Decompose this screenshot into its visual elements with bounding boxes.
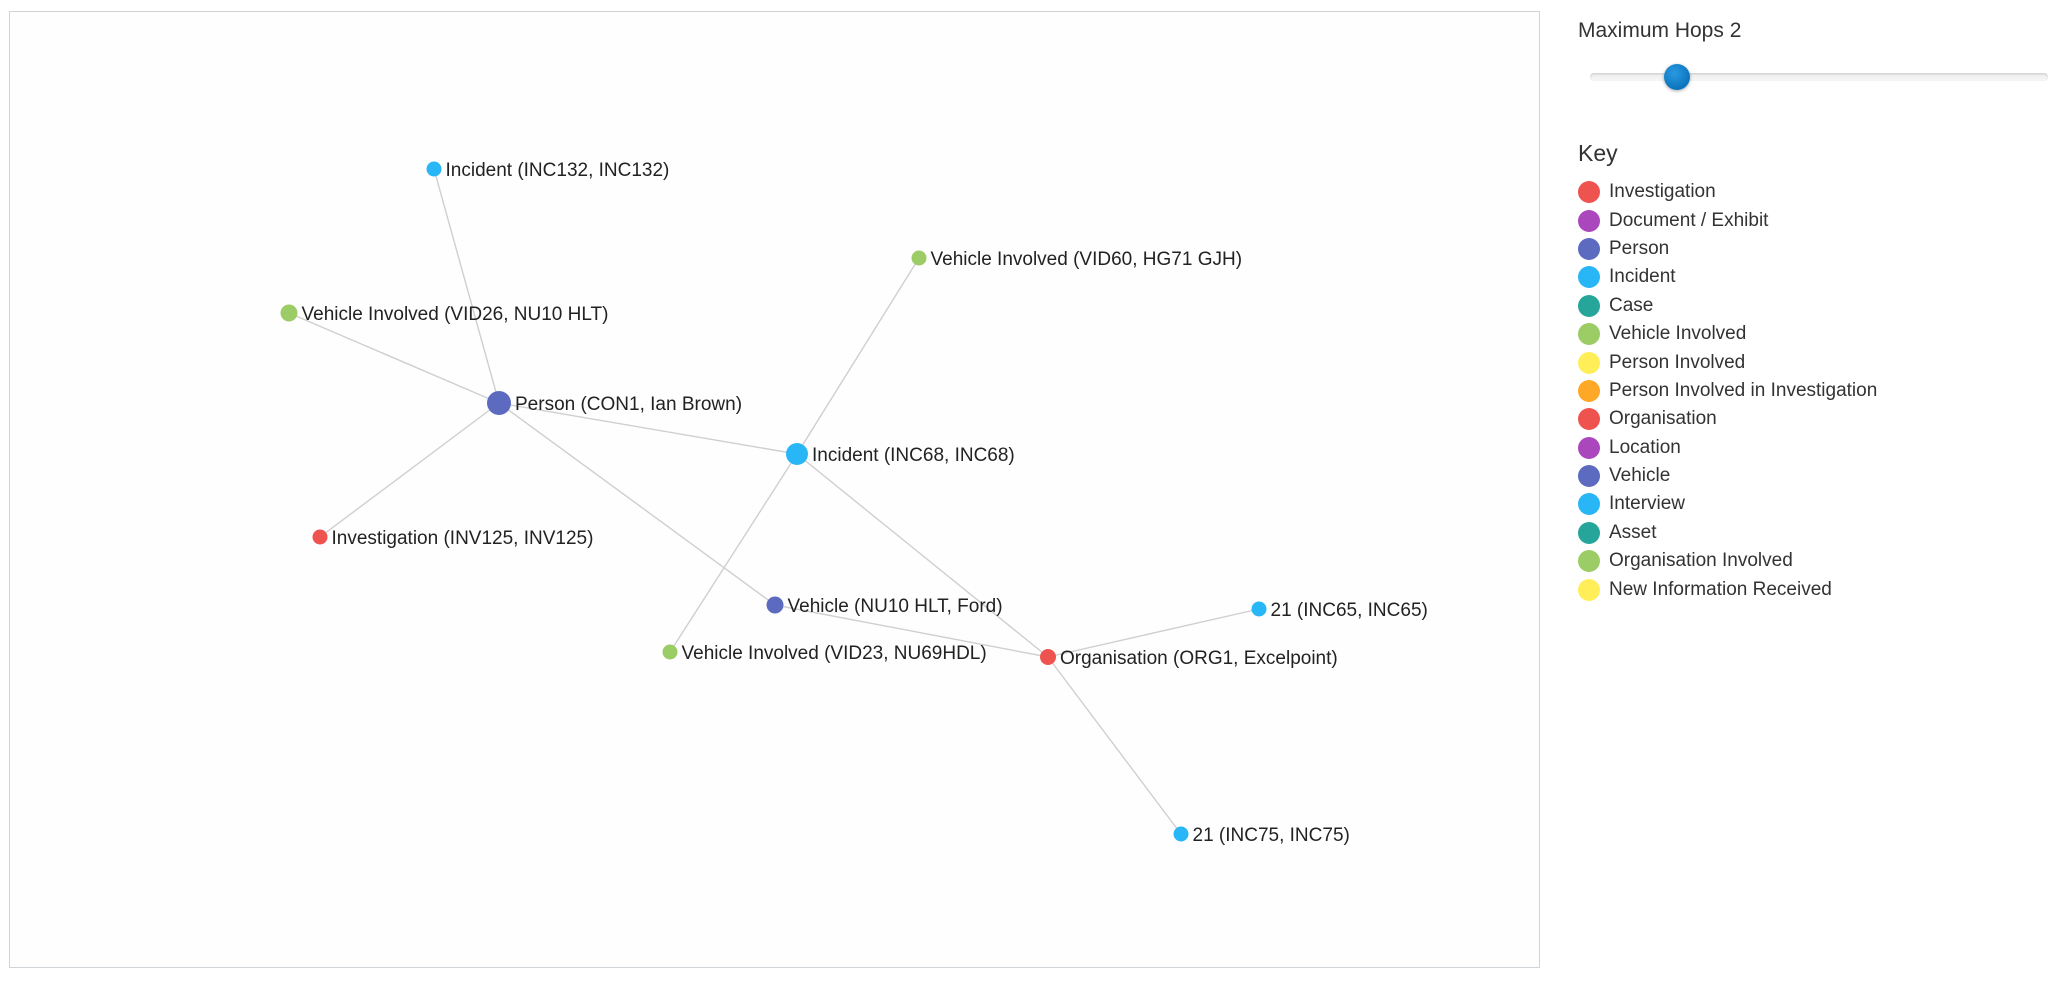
key-swatch bbox=[1578, 465, 1600, 488]
edge-con1-veh_nu10 bbox=[498, 402, 776, 606]
key-label: Person Involved bbox=[1609, 351, 1746, 373]
key-label: Interview bbox=[1609, 493, 1686, 515]
edge-veh_nu10-org1 bbox=[774, 604, 1049, 658]
graph-node-vid23[interactable]: Vehicle Involved (VID23, NU69HDL) bbox=[662, 643, 987, 664]
edge-org1-inc65 bbox=[1047, 608, 1260, 658]
key-item-vehicle-involved: Vehicle Involved bbox=[1578, 320, 2048, 348]
key-label: Vehicle Involved bbox=[1609, 323, 1747, 345]
node-dot[interactable] bbox=[1040, 649, 1056, 665]
graph-node-org1[interactable]: Organisation (ORG1, Excelpoint) bbox=[1040, 648, 1338, 669]
key-item-vehicle: Vehicle bbox=[1578, 462, 2048, 490]
key-label: New Information Received bbox=[1609, 578, 1832, 600]
key-label: Location bbox=[1609, 436, 1681, 458]
edge-con1-inv125 bbox=[319, 402, 500, 538]
key-label: Person bbox=[1609, 237, 1670, 259]
node-dot[interactable] bbox=[1251, 601, 1267, 617]
key-item-person-involved-in-investigation: Person Involved in Investigation bbox=[1578, 377, 2048, 405]
slider-thumb[interactable] bbox=[1664, 64, 1691, 90]
key-swatch bbox=[1578, 521, 1600, 544]
edge-inc68-org1 bbox=[796, 453, 1049, 658]
key-item-interview: Interview bbox=[1578, 490, 2048, 518]
key-swatch bbox=[1578, 323, 1600, 346]
key-label: Asset bbox=[1609, 521, 1657, 543]
max-hops-label: Maximum Hops 2 bbox=[1578, 19, 1742, 42]
node-label: 21 (INC65, INC65) bbox=[1271, 600, 1428, 621]
key-item-incident: Incident bbox=[1578, 263, 2048, 291]
slider-track[interactable] bbox=[1590, 73, 2048, 81]
node-dot[interactable] bbox=[786, 443, 808, 465]
edge-con1-inc68 bbox=[498, 402, 798, 455]
node-label: Incident (INC132, INC132) bbox=[446, 160, 670, 181]
node-label: Vehicle Involved (VID26, NU10 HLT) bbox=[302, 304, 609, 325]
graph-node-vid60[interactable]: Vehicle Involved (VID60, HG71 GJH) bbox=[911, 249, 1243, 270]
node-dot[interactable] bbox=[662, 644, 678, 660]
node-dot[interactable] bbox=[911, 250, 927, 266]
key-label: Organisation Involved bbox=[1609, 550, 1793, 572]
graph-node-inv125[interactable]: Investigation (INV125, INV125) bbox=[312, 528, 594, 549]
key-swatch bbox=[1578, 351, 1600, 374]
edge-inc68-vid23 bbox=[669, 453, 798, 653]
node-label: Vehicle Involved (VID23, NU69HDL) bbox=[682, 643, 987, 664]
edge-org1-inc75 bbox=[1047, 656, 1182, 835]
node-dot[interactable] bbox=[766, 596, 784, 614]
key-label: Incident bbox=[1609, 266, 1676, 288]
edge-con1-inc132 bbox=[433, 168, 500, 404]
key-label: Document / Exhibit bbox=[1609, 209, 1769, 231]
node-label: Organisation (ORG1, Excelpoint) bbox=[1060, 648, 1338, 669]
edge-inc68-vid60 bbox=[796, 257, 920, 455]
node-label: Person (CON1, Ian Brown) bbox=[515, 394, 742, 415]
key-label: Vehicle bbox=[1609, 465, 1671, 487]
key-swatch bbox=[1578, 550, 1600, 573]
key-swatch bbox=[1578, 181, 1600, 204]
key-item-person: Person bbox=[1578, 235, 2048, 263]
node-label: Vehicle (NU10 HLT, Ford) bbox=[788, 596, 1003, 617]
key-item-new-information-received: New Information Received bbox=[1578, 575, 2048, 603]
max-hops-slider[interactable] bbox=[1590, 64, 2048, 90]
key-item-document-exhibit: Document / Exhibit bbox=[1578, 206, 2048, 234]
key-label: Person Involved in Investigation bbox=[1609, 379, 1878, 401]
graph-node-inc132[interactable]: Incident (INC132, INC132) bbox=[426, 160, 670, 181]
key-item-investigation: Investigation bbox=[1578, 178, 2048, 206]
node-label: Investigation (INV125, INV125) bbox=[332, 528, 594, 549]
key-swatch bbox=[1578, 209, 1600, 232]
key-label: Case bbox=[1609, 294, 1654, 316]
edges-layer bbox=[288, 168, 1260, 835]
node-dot[interactable] bbox=[312, 529, 328, 545]
graph-node-vid26[interactable]: Vehicle Involved (VID26, NU10 HLT) bbox=[280, 304, 609, 325]
key-swatch bbox=[1578, 493, 1600, 516]
key-swatch bbox=[1578, 436, 1600, 459]
key-label: Investigation bbox=[1609, 181, 1716, 203]
node-label: 21 (INC75, INC75) bbox=[1193, 825, 1350, 846]
key-label: Organisation bbox=[1609, 408, 1717, 430]
key-swatch bbox=[1578, 266, 1600, 289]
graph-node-veh_nu10[interactable]: Vehicle (NU10 HLT, Ford) bbox=[766, 596, 1003, 617]
node-label: Incident (INC68, INC68) bbox=[812, 445, 1015, 466]
key-swatch bbox=[1578, 408, 1600, 431]
node-dot[interactable] bbox=[280, 304, 298, 322]
nodes-layer: Incident (INC132, INC132) Vehicle Involve… bbox=[280, 160, 1428, 846]
key-item-case: Case bbox=[1578, 292, 2048, 320]
key-item-person-involved: Person Involved bbox=[1578, 348, 2048, 376]
edge-con1-vid26 bbox=[288, 312, 500, 404]
graph-node-con1[interactable]: Person (CON1, Ian Brown) bbox=[487, 391, 742, 415]
node-label: Vehicle Involved (VID60, HG71 GJH) bbox=[931, 249, 1243, 270]
key-item-asset: Asset bbox=[1578, 519, 2048, 547]
node-dot[interactable] bbox=[1173, 826, 1189, 842]
graph-node-inc65[interactable]: 21 (INC65, INC65) bbox=[1251, 600, 1428, 621]
key-swatch bbox=[1578, 578, 1600, 601]
key-swatch bbox=[1578, 237, 1600, 260]
key-item-location: Location bbox=[1578, 434, 2048, 462]
node-dot[interactable] bbox=[487, 391, 511, 415]
key-swatch bbox=[1578, 379, 1600, 402]
node-dot[interactable] bbox=[426, 161, 442, 177]
key-item-organisation: Organisation bbox=[1578, 405, 2048, 433]
graph-node-inc75[interactable]: 21 (INC75, INC75) bbox=[1173, 825, 1350, 846]
key-swatch bbox=[1578, 294, 1600, 317]
key-title: Key bbox=[1578, 140, 1618, 166]
graph-node-inc68[interactable]: Incident (INC68, INC68) bbox=[786, 443, 1015, 466]
key-item-organisation-involved: Organisation Involved bbox=[1578, 547, 2048, 575]
